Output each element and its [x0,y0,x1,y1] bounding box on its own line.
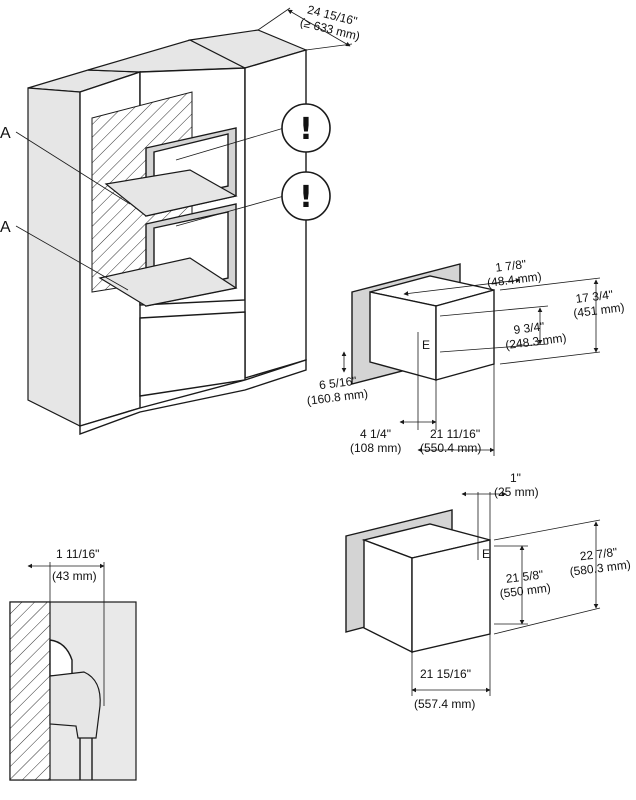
warning-icon-1: ! [281,103,331,153]
dim-height-ext-bottom [499,351,601,365]
appliance-large-front [363,538,413,654]
label-a1: A [0,125,11,142]
plug-detail [9,562,137,781]
small-width-mm: (550.4 mm) [420,441,481,455]
depth-extension-1 [257,7,291,31]
label-a2-leader [15,225,129,291]
label-a1-leader [15,131,131,205]
small-opening-label: 9 3/4" (248.3 mm) [505,319,568,352]
dim-frame-depth-line [403,278,521,296]
appliance-small-marker: E [422,338,430,352]
small-height-mm: (451 mm) [573,300,626,320]
large-inner-height-label: 21 5/8" (550 mm) [499,567,552,601]
large-inner-height-mm: (550 mm) [499,581,552,601]
large-height-label: 22 7/8" (580.3 mm) [569,545,632,579]
large-frame-depth-mm: (25 mm) [494,485,539,499]
small-height-in: 17 3/4" [575,287,614,305]
label-a2: A [0,219,11,236]
small-frame-depth-mm: (48.4 mm) [486,269,542,290]
small-offset-in: 6 5/16" [318,374,357,392]
large-width-in: 21 15/16" [420,667,471,681]
cabinet-depth-label: 24 15/16" (≥ 633 mm) [299,2,362,43]
small-offset-mm: (160.8 mm) [306,386,369,407]
large-height-mm: (580.3 mm) [569,557,632,578]
lower-shelf [98,257,238,307]
cabinet-left-side [27,87,81,427]
svg-text:!: ! [299,112,313,147]
depth-dimension-line [287,9,351,47]
tall-cabinet [15,7,353,436]
dim-opening-ext-bottom [439,343,549,353]
large-width-mm: (557.4 mm) [414,697,475,711]
small-height-label: 17 3/4" (451 mm) [573,287,626,320]
small-width-in: 21 11/16" [430,427,480,441]
dim-height-ext-top [499,277,601,291]
depth-extension-2 [305,43,353,51]
dim-large-height-ext-top [493,519,601,541]
large-inner-height-in: 21 5/8" [505,567,544,585]
small-side-in: 4 1/4" [360,427,391,441]
appliance-large [345,491,601,696]
plug-clearance-mm: (43 mm) [52,569,97,583]
small-side-mm: (108 mm) [350,441,401,455]
large-frame-depth-in: 1" [510,471,521,485]
small-frame-depth-label: 1 7/8" (48.4 mm) [486,257,542,290]
plug-detail-wall-hatch [9,601,51,781]
small-frame-depth-in: 1 7/8" [495,257,527,275]
cabinet-plinth [79,359,307,436]
appliance-small-side [435,289,495,381]
plug-cable [79,738,93,780]
warning-icon-2: ! [281,171,331,221]
appliance-small [341,263,601,456]
cabinet-drawer [139,311,246,397]
plug-clearance-in: 1 11/16" [56,547,99,561]
plug-body [49,671,101,739]
small-opening-in: 9 3/4" [513,319,545,337]
upper-shelf [104,169,238,217]
dim-opening-ext-top [439,305,549,317]
dim-large-height-ext-bottom [493,607,601,635]
warning-2-leader [175,195,285,227]
appliance-large-marker: E [482,547,490,561]
svg-text:!: ! [299,180,313,215]
large-height-in: 22 7/8" [579,545,618,563]
warning-1-leader [175,127,285,161]
